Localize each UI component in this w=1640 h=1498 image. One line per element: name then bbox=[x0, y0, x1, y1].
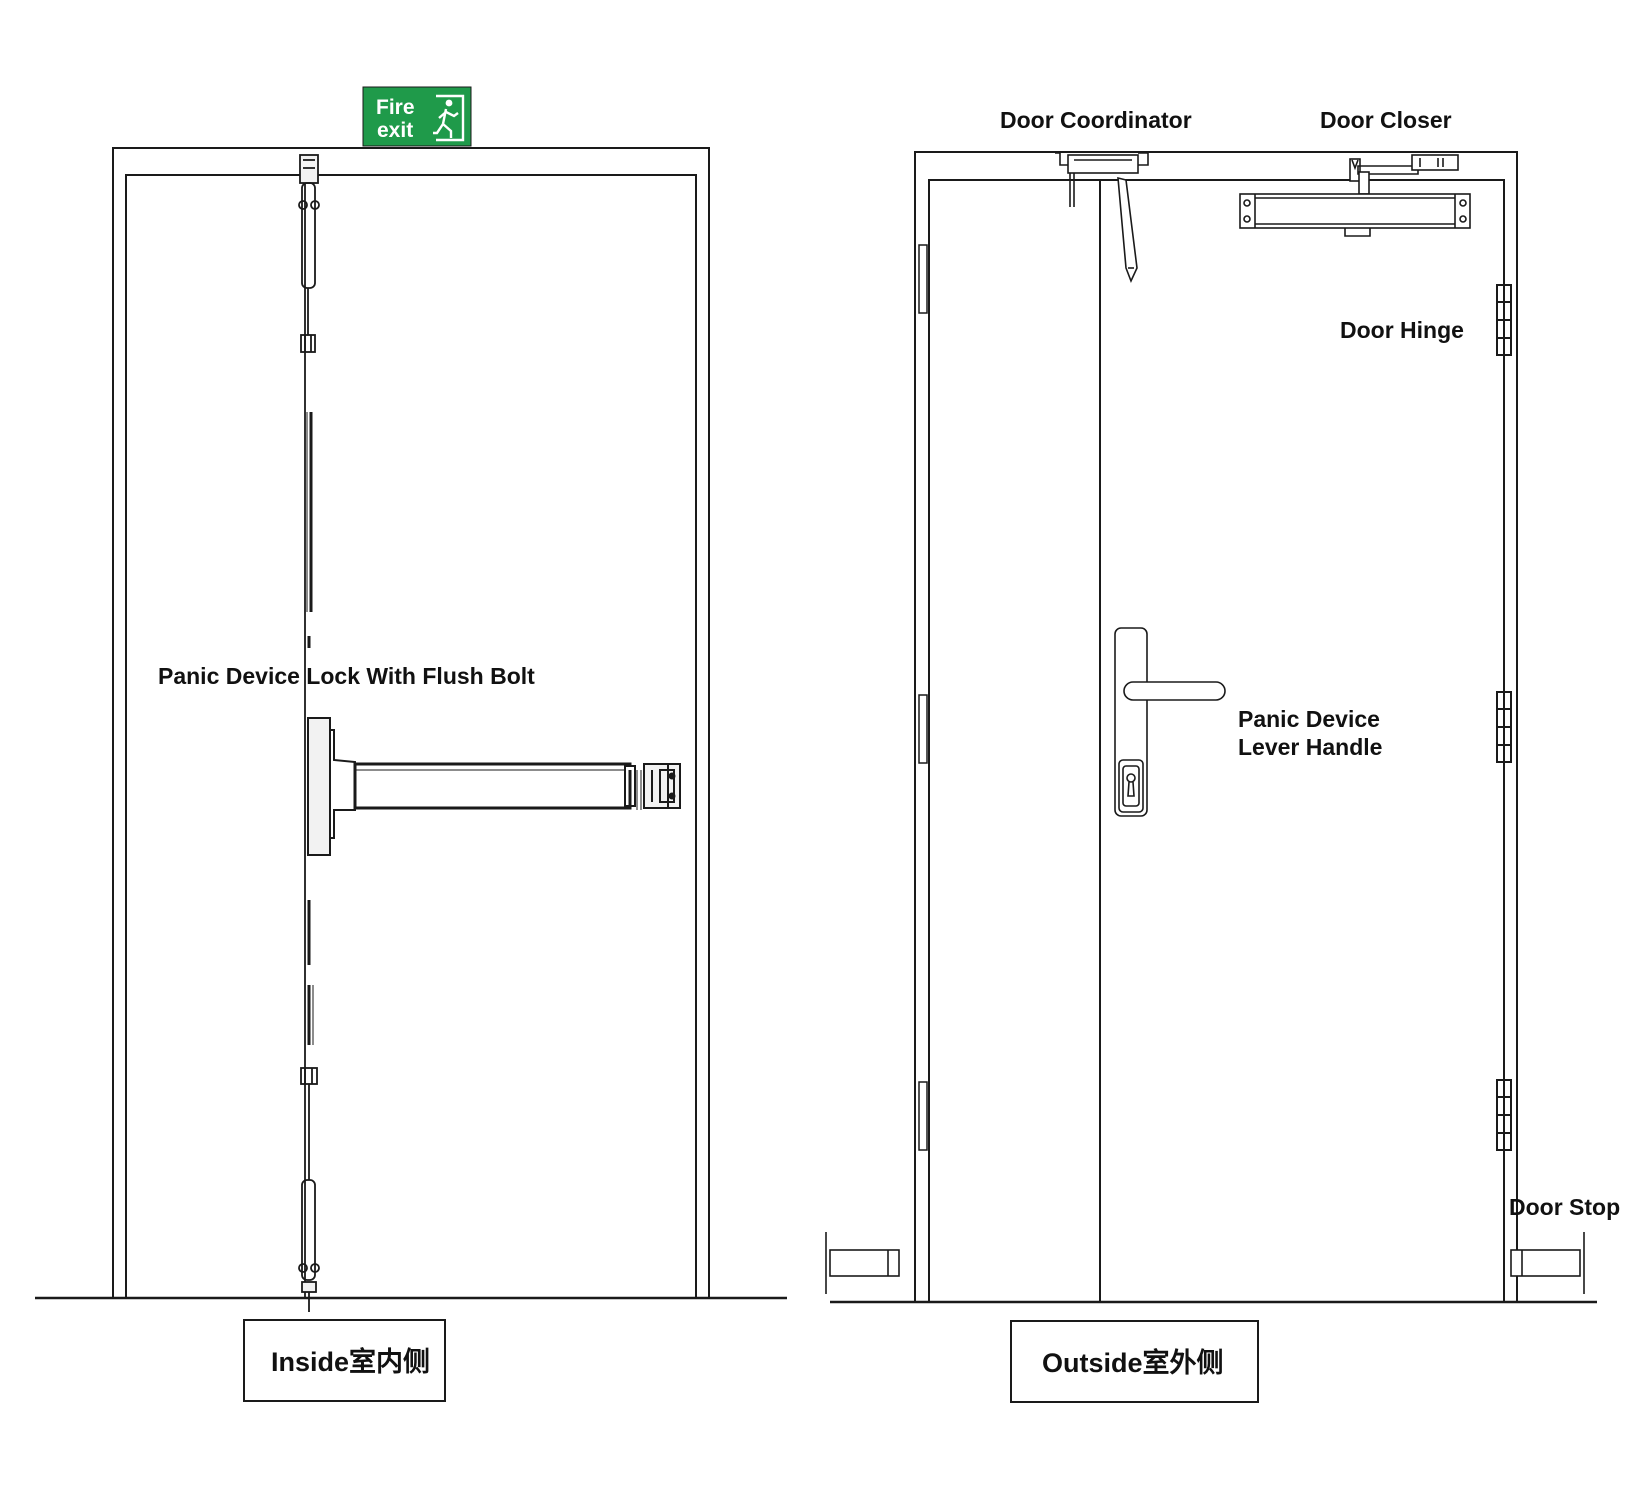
door-coordinator bbox=[1055, 152, 1149, 284]
outside-caption: Outside室外侧 bbox=[1042, 1347, 1224, 1378]
outside-door-frame bbox=[914, 151, 1518, 1302]
inside-caption: Inside室内侧 bbox=[271, 1346, 430, 1377]
fire-exit-sign-line2: exit bbox=[377, 119, 413, 142]
door-stop-label: Door Stop bbox=[1509, 1194, 1620, 1220]
door-stop-left bbox=[825, 1232, 900, 1294]
outside-door-leaf bbox=[928, 179, 1505, 1302]
outside-caption-box: Outside室外侧 bbox=[1010, 1320, 1259, 1403]
top-flush-bolt bbox=[298, 154, 320, 648]
inside-view: Fire exit bbox=[35, 86, 787, 1312]
panic-push-bar bbox=[307, 717, 681, 856]
door-coordinator-label: Door Coordinator bbox=[1000, 107, 1192, 133]
inside-caption-box: Inside室内侧 bbox=[243, 1319, 446, 1402]
panic-lever-label-line1: Panic Device bbox=[1238, 706, 1380, 732]
panic-lever-label-line2: Lever Handle bbox=[1238, 734, 1382, 760]
door-hinge-label: Door Hinge bbox=[1340, 317, 1464, 343]
fire-exit-sign-line1: Fire bbox=[376, 96, 415, 119]
inside-door-frame bbox=[112, 147, 710, 1298]
bottom-flush-bolt bbox=[298, 900, 320, 1312]
panic-device-lock-label: Panic Device Lock With Flush Bolt bbox=[158, 663, 535, 689]
inside-door-leaf bbox=[125, 174, 697, 1298]
running-man-door-icon bbox=[433, 94, 465, 142]
fire-exit-sign: Fire exit bbox=[362, 86, 472, 147]
outside-view bbox=[825, 151, 1597, 1304]
left-leaf-hinges bbox=[918, 244, 928, 1151]
panic-lever-handle bbox=[1114, 627, 1226, 817]
door-closer-label: Door Closer bbox=[1320, 107, 1452, 133]
door-stop-right bbox=[1510, 1232, 1585, 1294]
door-hinges bbox=[1496, 284, 1512, 1151]
door-closer bbox=[1239, 154, 1471, 237]
